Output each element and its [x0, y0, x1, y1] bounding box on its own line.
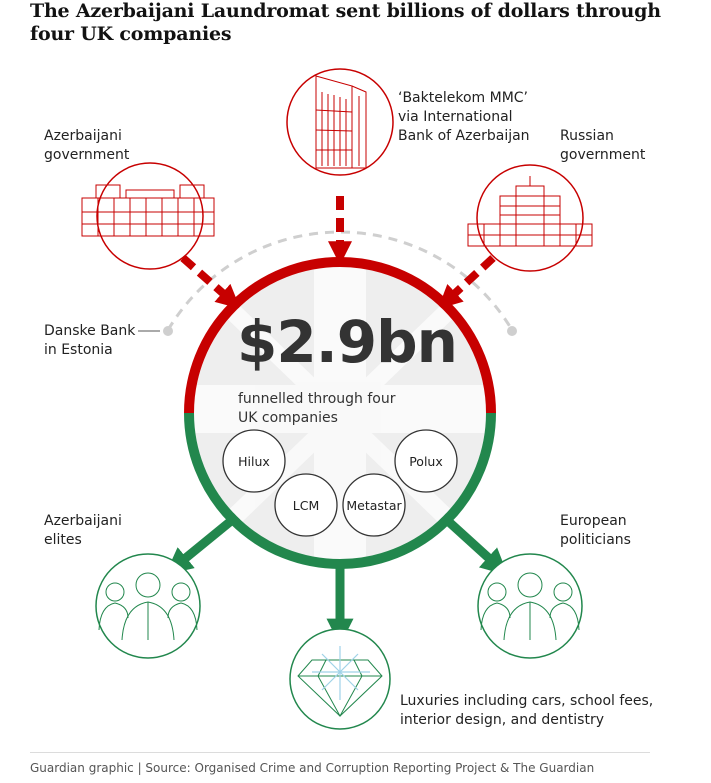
baktelekom-label-line2: via International: [398, 109, 513, 125]
russian-government-line1: Russian: [560, 128, 614, 144]
baktelekom-label-line3: Bank of Azerbaijan: [398, 128, 530, 144]
danske-bank-label: Danske Bank in Estonia: [44, 322, 135, 360]
luxuries-line2: interior design, and dentistry: [400, 712, 604, 728]
european-politicians-line2: politicians: [560, 532, 631, 548]
european-politicians-line1: European: [560, 513, 627, 529]
azerbaijani-elites-people-icon: [95, 553, 201, 659]
company-circle-metastar: [342, 473, 406, 537]
company-circle-lcm: [274, 473, 338, 537]
company-circle-polux: [394, 429, 458, 493]
azerbaijani-government-building-icon: [81, 162, 215, 270]
danske-bank-dot-left: [163, 326, 173, 336]
danske-bank-dot-right: [507, 326, 517, 336]
russian-government-line2: government: [560, 147, 646, 163]
central-circle-red-rim: [184, 257, 496, 414]
european-politicians-people-icon: [477, 553, 583, 659]
russian-government-building-icon: [467, 164, 593, 272]
company-label-polux: Polux: [409, 454, 443, 469]
russian-government-label: Russian government: [560, 127, 645, 165]
central-circle: [184, 257, 496, 569]
laundromat-diagram: $2.9bn funnelled through four UK compani…: [81, 68, 593, 730]
luxuries-diamond-icon: [289, 628, 391, 730]
company-label-lcm: LCM: [293, 498, 319, 513]
baktelekom-tower-icon: [286, 68, 394, 176]
azerbaijani-government-line1: Azerbaijani: [44, 128, 122, 144]
diamond-sparkle-icon: [312, 646, 370, 700]
danske-bank-line2: in Estonia: [44, 342, 113, 358]
arrow-azerbaijani-government-in: [180, 255, 241, 309]
company-label-hilux: Hilux: [238, 454, 270, 469]
central-caption-line2: UK companies: [238, 410, 338, 426]
azerbaijani-elites-line2: elites: [44, 532, 82, 548]
azerbaijani-government-line2: government: [44, 147, 130, 163]
baktelekom-label-line1: ‘Baktelekom MMC’: [398, 90, 528, 106]
graphic-title: The Azerbaijani Laundromat sent billions…: [30, 0, 661, 45]
azerbaijani-government-label: Azerbaijani government: [44, 127, 129, 165]
azerbaijani-elites-line1: Azerbaijani: [44, 513, 122, 529]
danske-bank-line1: Danske Bank: [44, 323, 136, 339]
source-credit: Guardian graphic | Source: Organised Cri…: [30, 761, 595, 775]
arrow-russian-government-in: [437, 255, 496, 310]
european-politicians-label: European politicians: [560, 512, 631, 550]
baktelekom-label: ‘Baktelekom MMC’ via International Bank …: [398, 89, 530, 146]
danske-bank-dashed-arc: [166, 230, 514, 331]
company-label-metastar: Metastar: [346, 498, 402, 513]
amount-figure: $2.9bn: [237, 308, 457, 376]
company-circle-hilux: [222, 429, 286, 493]
central-circle-green-rim: [184, 412, 496, 569]
central-caption-line1: funnelled through four: [238, 391, 396, 407]
azerbaijani-elites-label: Azerbaijani elites: [44, 512, 122, 550]
luxuries-label: Luxuries including cars, school fees, in…: [400, 692, 653, 730]
footer-divider: [30, 752, 650, 753]
luxuries-line1: Luxuries including cars, school fees,: [400, 693, 654, 709]
